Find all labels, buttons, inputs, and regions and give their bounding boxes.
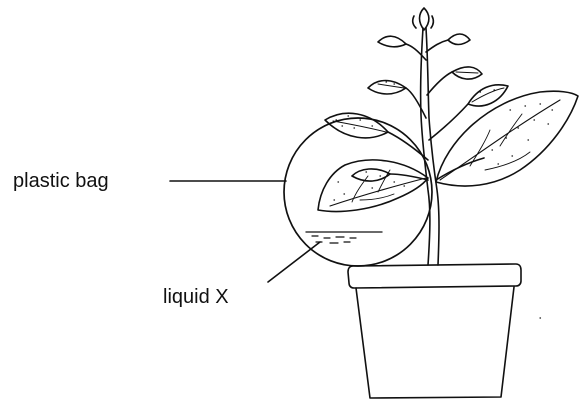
plant-stem	[388, 28, 484, 265]
leader-lines	[170, 181, 320, 282]
plastic-bag	[284, 118, 432, 266]
liquid-x-label: liquid X	[163, 287, 229, 307]
bagged-leaf	[318, 160, 428, 212]
liquid-leader-line	[268, 242, 320, 282]
pot-rim	[348, 264, 521, 288]
top-bud	[413, 8, 434, 30]
liquid-x	[312, 236, 356, 243]
right-leaf	[436, 91, 578, 186]
upper-leaves	[368, 34, 482, 94]
flower-pot	[348, 264, 521, 398]
middle-leaves	[325, 85, 508, 138]
plastic-bag-label: plastic bag	[13, 171, 109, 191]
pot-body	[356, 287, 514, 398]
